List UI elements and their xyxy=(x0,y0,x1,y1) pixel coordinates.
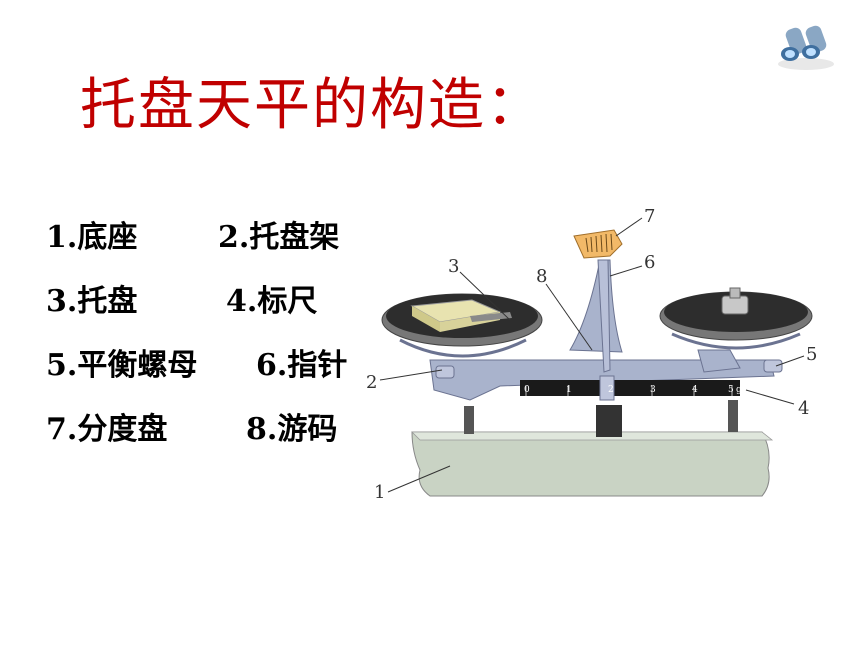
callout-label: 5 xyxy=(806,344,817,365)
callout-label: 6 xyxy=(644,252,655,273)
pointer xyxy=(597,259,611,373)
legend-item: 3.托盘 xyxy=(46,284,138,319)
legend-row: 7.分度盘 8.游码 xyxy=(46,404,386,468)
legend-row: 5.平衡螺母 6.指针 xyxy=(46,340,386,404)
legend-item: 5.平衡螺母 xyxy=(46,348,198,383)
callout-label: 3 xyxy=(448,256,459,277)
svg-text:1: 1 xyxy=(566,385,572,395)
legend-item: 4.标尺 xyxy=(226,284,318,319)
dial-plate xyxy=(573,229,623,259)
legend-item: 8.游码 xyxy=(246,412,338,447)
legend-row: 1.底座 2.托盘架 xyxy=(46,212,386,276)
legend-item: 6.指针 xyxy=(256,348,348,383)
svg-text:g: g xyxy=(736,385,742,395)
rider xyxy=(599,375,615,401)
callout-label: 2 xyxy=(366,372,377,393)
legend-item: 7.分度盘 xyxy=(46,412,168,447)
binoculars-icon[interactable] xyxy=(774,20,838,72)
ruler-ticks: 0 1 2 3 4 5 g xyxy=(524,385,742,395)
right-pan xyxy=(659,287,813,350)
left-pan xyxy=(381,293,543,358)
parts-legend: 1.底座 2.托盘架 3.托盘 4.标尺 5.平衡螺母 6.指针 7.分度盘 8… xyxy=(46,212,386,468)
callout-label: 8 xyxy=(536,266,547,287)
legend-item: 1.底座 xyxy=(46,220,138,255)
svg-text:5: 5 xyxy=(728,385,734,395)
left-foot xyxy=(464,406,474,434)
beam-ruler xyxy=(520,375,740,401)
center-post xyxy=(596,405,622,437)
balance-diagram: 0 1 2 3 4 5 g 1 2 3 4 5 6 7 8 xyxy=(366,206,817,503)
legend-item: 2.托盘架 xyxy=(218,220,340,255)
legend-row: 3.托盘 4.标尺 xyxy=(46,276,386,340)
callout-label: 4 xyxy=(798,398,809,419)
page-title: 托盘天平的构造： xyxy=(80,73,544,138)
callout-labels: 1 2 3 4 5 6 7 8 xyxy=(366,206,817,503)
right-foot xyxy=(728,400,738,432)
balance-base xyxy=(411,431,774,497)
svg-text:2: 2 xyxy=(608,385,614,395)
svg-text:4: 4 xyxy=(692,385,698,395)
balance-nuts xyxy=(435,359,783,379)
callout-label: 1 xyxy=(374,482,385,503)
svg-text:3: 3 xyxy=(650,385,656,395)
svg-text:0: 0 xyxy=(524,385,530,395)
callout-label: 7 xyxy=(644,206,655,227)
